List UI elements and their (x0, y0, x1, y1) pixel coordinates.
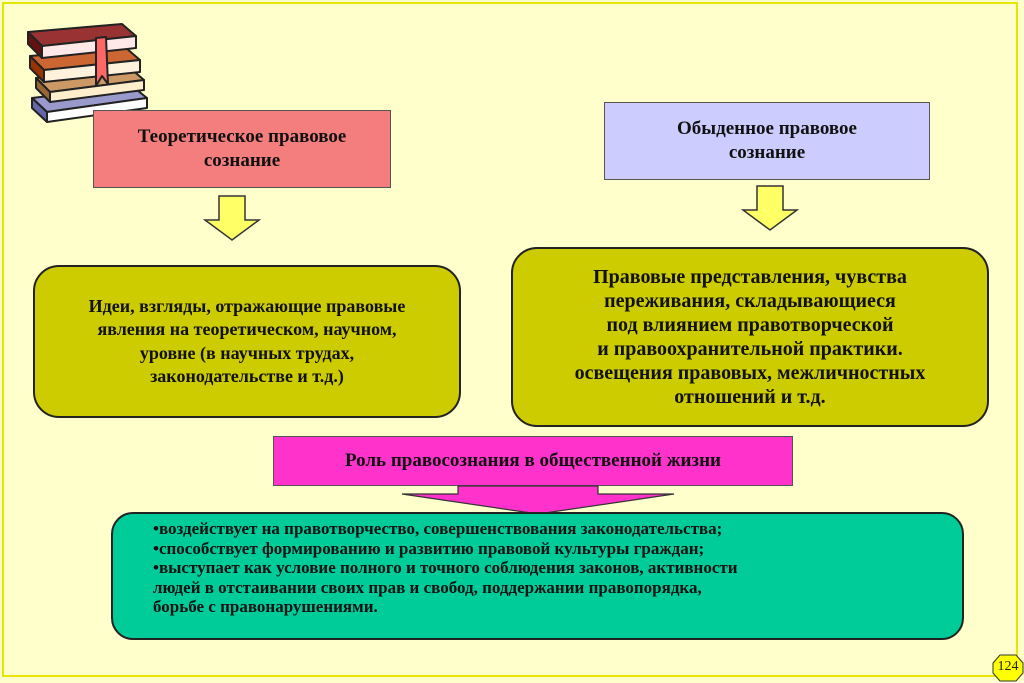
role-effect-item: •способствует формированию и развитию пр… (153, 538, 705, 558)
page-number: 124 (997, 659, 1019, 674)
arrow-down-role (401, 485, 675, 515)
role-title: Роль правосознания в общественной жизни (273, 436, 793, 486)
arrow-down-left (202, 195, 262, 241)
theoretical-description: Идеи, взгляды, отражающие правовые явлен… (33, 265, 461, 418)
arrow-down-right (740, 185, 800, 231)
role-effect-item: •выступает как условие полного и точного… (153, 558, 738, 617)
theoretical-title: Теоретическое правовое сознание (93, 110, 391, 188)
everyday-title: Обыденное правовое сознание (604, 102, 930, 180)
page-number-badge: 124 (992, 654, 1024, 682)
everyday-description: Правовые представления, чувства пережива… (511, 247, 989, 427)
role-effects-list: •воздействует на правотворчество, соверш… (111, 512, 964, 640)
books-icon (27, 23, 148, 123)
role-effect-item: •воздействует на правотворчество, соверш… (153, 519, 723, 538)
